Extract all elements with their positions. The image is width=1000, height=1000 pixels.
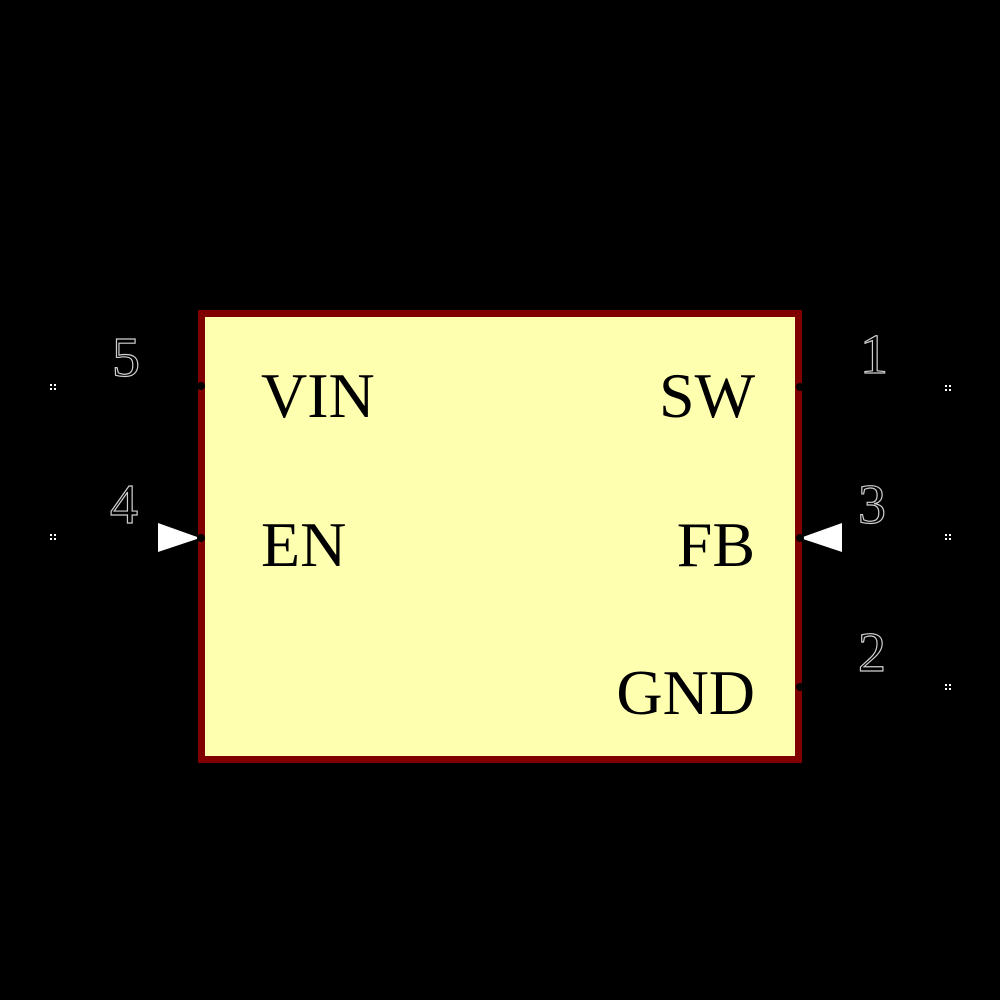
input-arrow-icon (800, 523, 842, 552)
pin-endpoint-fb[interactable] (945, 534, 951, 540)
pin-number-2: 2 (857, 622, 886, 684)
pin-connection-point-en[interactable] (197, 534, 205, 542)
pin-number-3: 3 (857, 474, 886, 536)
pin-endpoint-en[interactable] (50, 534, 56, 540)
pin-endpoint-vin[interactable] (50, 384, 56, 390)
pin-connection-point-sw[interactable] (796, 383, 804, 391)
pin-number-1: 1 (859, 324, 888, 386)
pin-label-fb: FB (676, 509, 755, 580)
pin-endpoint-gnd[interactable] (945, 684, 951, 690)
pin-endpoint-sw[interactable] (945, 385, 951, 391)
pin-connection-point-gnd[interactable] (796, 683, 804, 691)
pin-number-5: 5 (111, 327, 140, 389)
pin-connection-point-vin[interactable] (197, 382, 205, 390)
pin-connection-point-fb[interactable] (796, 534, 804, 542)
pin-label-vin: VIN (261, 360, 375, 431)
ic-component-body[interactable]: VIN EN SW FB GND (198, 310, 802, 763)
input-arrow-icon (158, 523, 200, 552)
pin-number-4: 4 (109, 474, 138, 536)
pin-label-gnd: GND (616, 657, 755, 728)
pin-label-sw: SW (659, 360, 755, 431)
pin-label-en: EN (261, 509, 347, 580)
